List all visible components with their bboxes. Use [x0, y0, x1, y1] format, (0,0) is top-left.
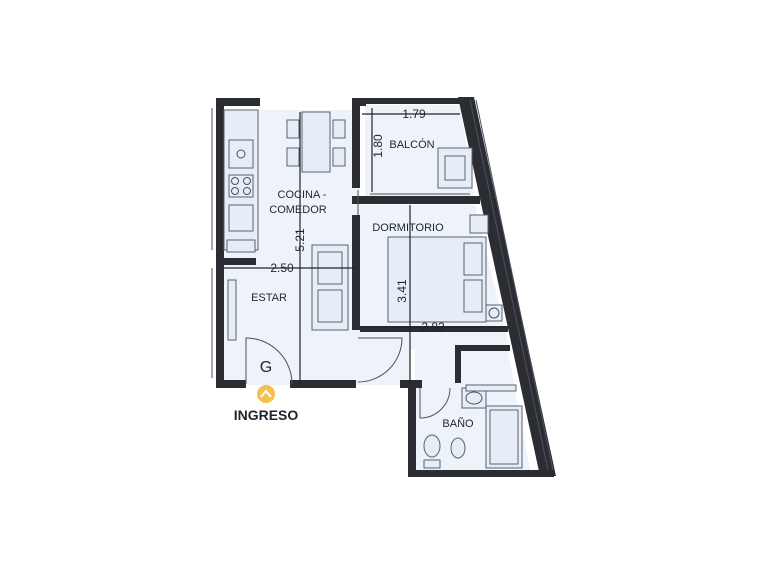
wall-center-lower: [352, 215, 360, 330]
lamp-icon: [488, 307, 500, 319]
burner-icon: [231, 187, 239, 195]
doors: [245, 190, 451, 419]
sofa-seat: [317, 289, 343, 323]
wall-kitchen-corner: [216, 258, 224, 268]
balcony-seat: [444, 155, 466, 181]
dim-cocina-length: 5.21: [293, 228, 307, 252]
bathroom-items: [423, 384, 523, 469]
bath-shelf: [465, 384, 517, 392]
wall-bath-left: [408, 380, 416, 476]
shower-tray: [489, 409, 519, 465]
kitchen: [223, 109, 259, 253]
chair: [286, 119, 300, 139]
stove: [228, 174, 254, 198]
burner-icon: [243, 187, 251, 195]
wall-top-balcony: [360, 98, 468, 104]
entrance-label: INGRESO: [234, 407, 299, 423]
nightstand: [469, 214, 489, 234]
washbasin-icon: [465, 391, 483, 405]
sofa: [311, 244, 349, 331]
wall-left: [216, 98, 224, 388]
sink-drain-icon: [236, 149, 246, 159]
oven: [228, 204, 254, 232]
wall-top-kitchen: [216, 98, 260, 106]
entrance-marker: G: [260, 359, 272, 376]
wall-bath-bottom: [408, 470, 554, 477]
dining-table: [301, 111, 331, 173]
facade-line: [475, 99, 554, 471]
facade-line: [469, 99, 549, 471]
chair: [332, 147, 346, 167]
facade-outer-wall: [458, 97, 556, 476]
wall-bottom-mid: [290, 380, 356, 388]
dim-estar-width: 2.50: [270, 261, 294, 275]
label-cocina-1: COCINA -: [278, 189, 327, 201]
wall-bath-divider: [455, 345, 461, 383]
nightstand: [485, 304, 503, 322]
wall-center: [352, 98, 360, 188]
balcony-items: [370, 147, 473, 195]
entrance-chevron: [260, 389, 272, 398]
dim-dormitorio-depth: 3.41: [395, 279, 409, 303]
chair: [332, 119, 346, 139]
wall-bedroom-bottom: [360, 326, 508, 332]
burner-icon: [231, 177, 239, 185]
walls: [216, 98, 554, 477]
room-labels: COCINA - COMEDOR ESTAR BALCÓN DORMITORIO…: [251, 138, 474, 430]
wall-bath-top: [455, 345, 510, 351]
toilet-tank: [423, 459, 441, 469]
bidet: [450, 437, 466, 459]
dim-balcon-depth: 1.80: [371, 134, 385, 158]
dim-dormitorio-width: 2.82: [421, 320, 445, 334]
entrance-door-swing: [245, 337, 293, 385]
sink: [228, 139, 254, 169]
bedroom-items: [387, 214, 503, 323]
label-balcon: BALCÓN: [389, 138, 434, 151]
wall-estar-top: [222, 258, 256, 265]
entrance: G INGRESO: [234, 359, 299, 423]
hall-door-swing: [357, 337, 403, 383]
burner-icon: [243, 177, 251, 185]
bath-door-swing: [419, 387, 451, 419]
pillow: [463, 279, 483, 313]
entrance-arrow-icon: [257, 385, 275, 403]
label-dormitorio: DORMITORIO: [372, 222, 444, 234]
chair: [286, 147, 300, 167]
facade: [458, 97, 556, 476]
label-cocina-2: COMEDOR: [269, 204, 327, 216]
wall-bedroom-top: [352, 196, 480, 204]
fridge: [226, 239, 256, 253]
label-bano: BAÑO: [442, 417, 474, 430]
dimension-lines: [224, 108, 506, 384]
left-windows: [211, 108, 237, 378]
toilet: [423, 434, 441, 458]
wall-bottom-left: [216, 380, 246, 388]
pillow: [463, 242, 483, 276]
label-estar: ESTAR: [251, 292, 287, 304]
dim-balcon-width: 1.79: [402, 107, 426, 121]
dining-set: [286, 111, 346, 173]
dimension-values: 1.79 1.80 5.21 2.50 3.41 2.82: [270, 107, 445, 334]
window-sill: [227, 279, 237, 341]
floor-hall: [360, 330, 510, 385]
